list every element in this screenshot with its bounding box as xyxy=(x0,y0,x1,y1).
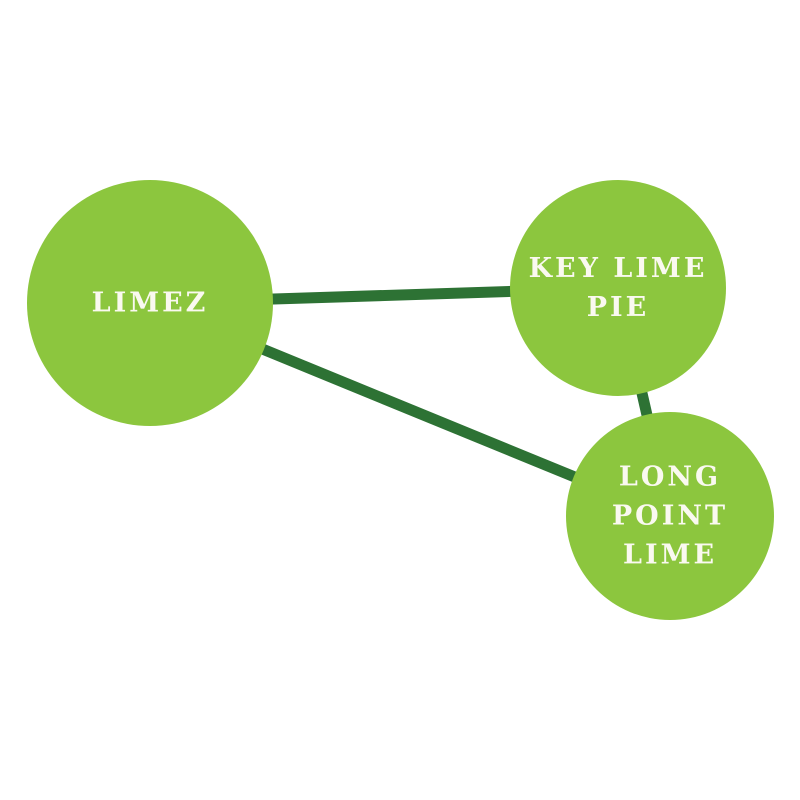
node-circle-long-point-lime[interactable] xyxy=(566,412,774,620)
node-circle-limez[interactable] xyxy=(27,180,273,426)
node-circle-key-lime-pie[interactable] xyxy=(510,180,726,396)
node-label-limez: LIMEZ xyxy=(92,288,209,319)
node-limez[interactable]: LIMEZ xyxy=(27,180,273,426)
